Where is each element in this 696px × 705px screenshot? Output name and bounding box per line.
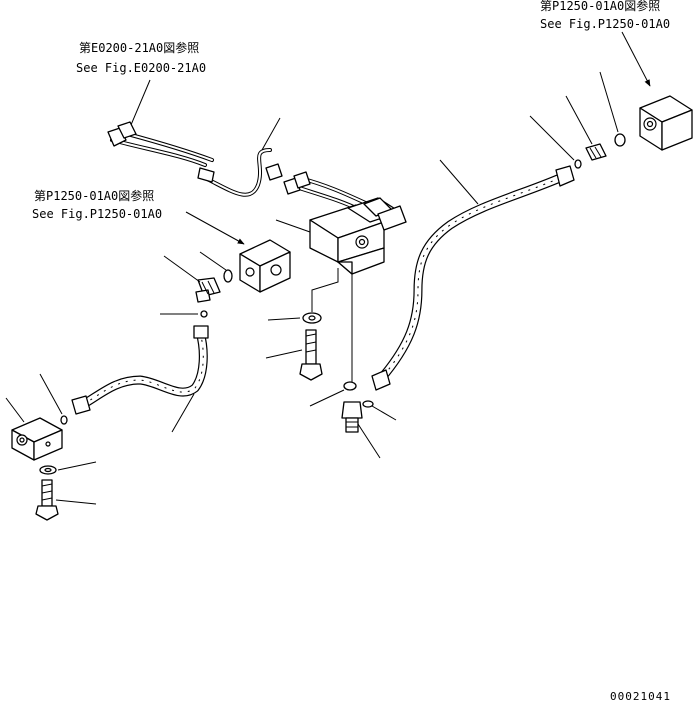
leader-oring-top-right <box>599 71 619 133</box>
reference-jp-top-right: 第P1250-01A0図参照 <box>540 0 660 13</box>
lower-left-hose-fitting-bottom <box>71 395 91 415</box>
reference-en-wiring: See Fig.E0200-21A0 <box>76 61 206 75</box>
reference-label-top-right: 第P1250-01A0図参照 See Fig.P1250-01A0 <box>540 0 670 31</box>
reference-jp-wiring: 第E0200-21A0図参照 <box>79 40 199 55</box>
solenoid-connector <box>377 205 407 231</box>
valve-block-assembly <box>309 197 407 275</box>
leader-oring-lower-left-block <box>39 373 63 415</box>
leader-adapter-top-right <box>565 95 593 145</box>
reference-label-wiring: 第E0200-21A0図参照 See Fig.E0200-21A0 <box>76 40 206 75</box>
lower-left-block <box>11 417 63 461</box>
oring-lower-left-block <box>60 415 68 425</box>
reference-en-mid-left: See Fig.P1250-01A0 <box>32 207 162 221</box>
leader-washer <box>311 268 339 312</box>
leader-block-washer <box>267 317 301 321</box>
leader-elbow-fitting <box>163 255 201 283</box>
drawing-number: 00021041 <box>610 690 671 703</box>
lower-left-bolt <box>35 479 59 521</box>
leader-lower-left-block <box>5 397 25 423</box>
oring-top-right <box>614 133 626 147</box>
adapter-top-right <box>585 143 607 161</box>
block-bolt <box>299 329 323 381</box>
leader-wiring <box>261 117 281 151</box>
leader-oring-small-top-right <box>529 115 575 161</box>
lower-fitting <box>341 401 363 433</box>
connector-b <box>117 121 137 139</box>
valve-block-lower-front <box>337 261 353 275</box>
lower-left-hose <box>71 325 209 415</box>
leader-valve-block <box>275 219 311 233</box>
leader-block-bolt <box>265 349 303 359</box>
block-washer <box>302 312 322 324</box>
elbow-fitting <box>195 277 221 303</box>
leader-long-hose <box>439 159 479 205</box>
connector-c <box>197 167 215 183</box>
long-hose <box>371 165 575 391</box>
oring-lower-left <box>343 381 357 391</box>
reference-arrow-wiring <box>127 79 151 133</box>
reference-jp-mid-left: 第P1250-01A0図参照 <box>34 188 154 203</box>
reference-arrow-mid-left <box>185 211 245 245</box>
mid-left-block <box>239 239 291 293</box>
reference-arrow-top-right <box>621 31 651 87</box>
leader-oring-lower-right <box>371 405 397 421</box>
connector-d <box>265 163 283 181</box>
long-hose-fitting-bottom <box>371 369 391 391</box>
reference-label-mid-left: 第P1250-01A0図参照 See Fig.P1250-01A0 <box>32 188 162 221</box>
lower-left-hose-fitting-top <box>193 325 209 339</box>
leader-lower-fitting <box>357 423 381 459</box>
top-right-block <box>639 95 693 151</box>
wiring-harness <box>107 121 372 212</box>
leader-lower-left-washer <box>57 461 97 471</box>
oring-mid-left <box>223 269 233 283</box>
connector-f <box>293 171 311 189</box>
leader-lower-left-bolt <box>55 499 97 505</box>
lower-left-washer <box>39 465 57 475</box>
leader-lower-left-hose <box>171 393 195 433</box>
leader-oring-mid-left <box>199 251 227 271</box>
oring-small-top-right <box>574 159 582 169</box>
reference-en-top-right: See Fig.P1250-01A0 <box>540 17 670 31</box>
oring-small-mid-left <box>200 310 208 318</box>
oring-lower-right <box>362 400 374 408</box>
leader-oring-lower-left <box>309 389 345 407</box>
long-hose-fitting-top <box>555 165 575 187</box>
